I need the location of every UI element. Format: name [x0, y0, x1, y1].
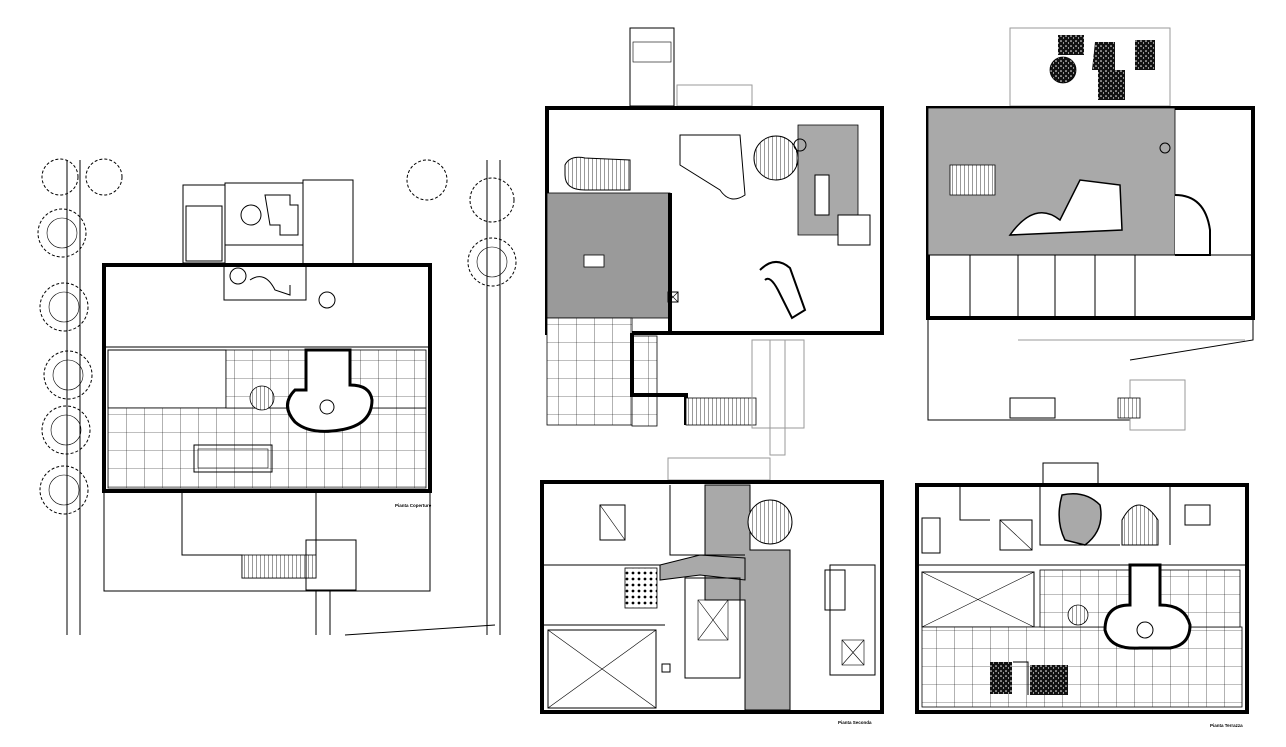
second-plan-label: Pianta Seconda: [838, 720, 872, 725]
terrace-plan: Pianta Terrazza: [915, 462, 1249, 728]
roof-plan: Pianta Coperture: [37, 158, 517, 636]
second-floor-plan: Pianta Seconda: [540, 457, 884, 725]
tree-row-left: [37, 158, 123, 635]
tree-row-right: [406, 159, 517, 635]
ground-floor-plan: [545, 27, 884, 456]
roof-plan-label: Pianta Coperture: [395, 503, 432, 508]
terrace-plan-label: Pianta Terrazza: [1210, 723, 1243, 728]
first-floor-plan: [926, 27, 1255, 431]
